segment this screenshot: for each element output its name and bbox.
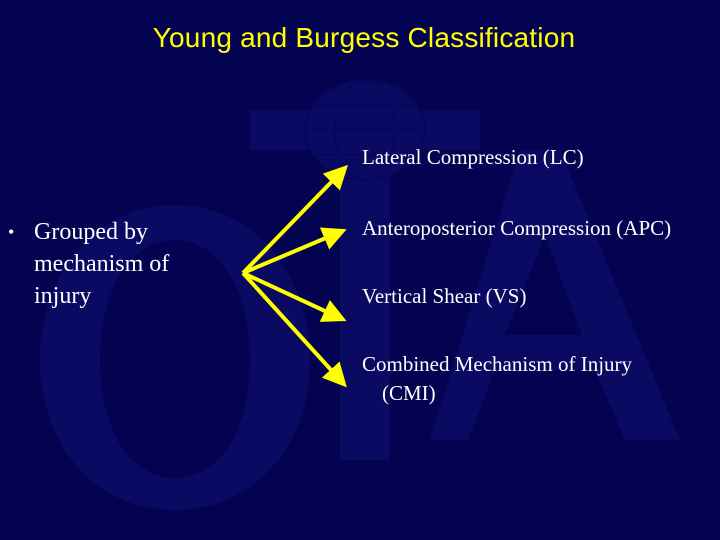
- category-apc: Anteroposterior Compression (APC): [362, 214, 671, 243]
- category-lc: Lateral Compression (LC): [362, 143, 584, 172]
- bullet-marker: •: [8, 222, 15, 242]
- slide-title: Young and Burgess Classification: [152, 22, 576, 53]
- bullet-text-line: injury: [34, 283, 92, 309]
- arrow-to-lc: [241, 164, 349, 275]
- category-cmi: Combined Mechanism of Injury (CMI): [362, 350, 632, 408]
- category-lc-label: Lateral Compression (LC): [362, 145, 584, 169]
- category-cmi-label: Combined Mechanism of Injury: [362, 352, 633, 376]
- arrow-to-cmi: [241, 271, 347, 388]
- category-vs: Vertical Shear (VS): [362, 282, 526, 311]
- bullet-text-line: mechanism of: [34, 251, 170, 277]
- bullet-text: Grouped by mechanism of injury: [34, 216, 204, 312]
- category-vs-label: Vertical Shear (VS): [362, 284, 527, 308]
- category-apc-label: Anteroposterior Compression (APC): [362, 216, 672, 240]
- category-cmi-label-abbrev: (CMI): [382, 381, 436, 405]
- arrow-to-vs: [242, 271, 347, 322]
- arrow-to-apc: [242, 227, 347, 275]
- bullet-text-line: Grouped by: [34, 219, 148, 245]
